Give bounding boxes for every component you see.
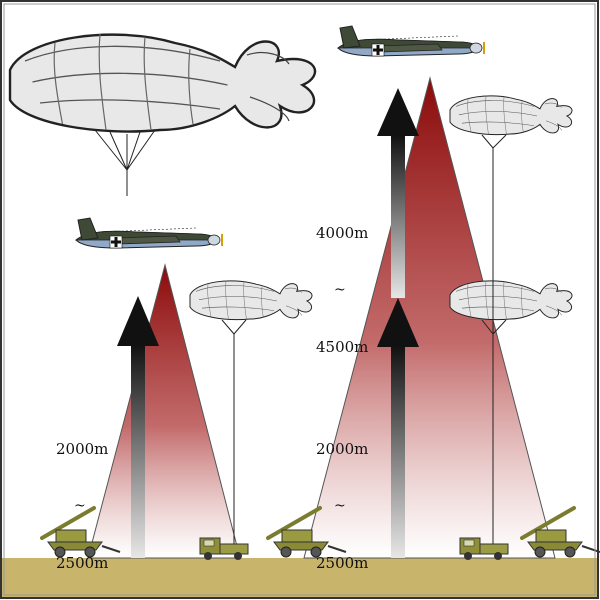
right-upper-barrage-balloon-icon (449, 95, 573, 136)
right-low-altitude-max: 2500m (316, 554, 369, 572)
right-low-altitude-min: 2000m (316, 440, 369, 458)
left-bomber-aircraft-icon (74, 216, 224, 250)
right-high-altitude-tilde: ~ (334, 282, 346, 298)
left-altitude-tilde: ~ (74, 498, 86, 514)
right-low-altitude-tilde: ~ (334, 498, 346, 514)
right-bomber-aircraft-icon (336, 24, 486, 58)
right-lower-barrage-balloon-icon (449, 280, 573, 321)
left-barrage-balloon-icon (189, 280, 313, 321)
right-high-altitude-label: 4000m ~ 4500m (316, 186, 368, 376)
right-high-altitude-min: 4000m (316, 224, 369, 242)
right-lower-altitude-arrow-icon (377, 298, 419, 558)
left-altitude-arrow-icon (117, 296, 159, 558)
ground (2, 558, 598, 598)
left-searchlight-beam (87, 263, 241, 559)
left-altitude-label: 2000m ~ 2500m (56, 402, 108, 592)
right-low-altitude-label: 2000m ~ 2500m (316, 402, 368, 592)
left-balloon-tether (221, 319, 247, 548)
large-barrage-balloon-icon (8, 32, 317, 133)
right-upper-altitude-arrow-icon (377, 88, 419, 298)
right-high-altitude-max: 4500m (316, 338, 369, 356)
left-altitude-min: 2000m (56, 440, 109, 458)
right-balloon-tethers (481, 134, 507, 548)
large-balloon-cables (94, 129, 156, 196)
left-altitude-max: 2500m (56, 554, 109, 572)
frame-inner-border (3, 3, 596, 596)
